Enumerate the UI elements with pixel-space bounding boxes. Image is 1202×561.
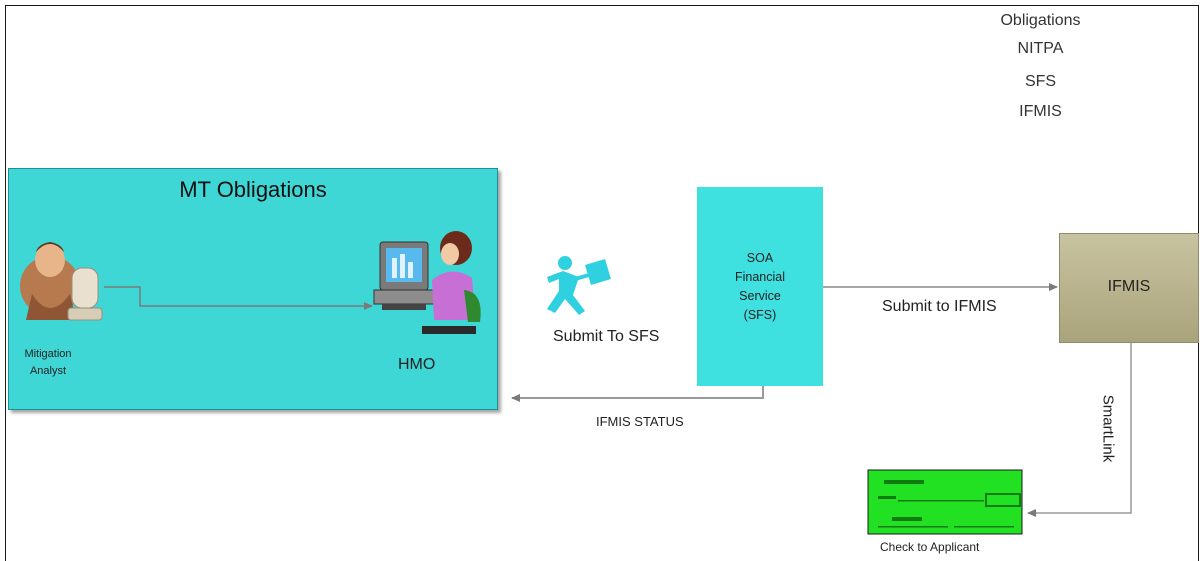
sfs-label-line-1: SOA — [746, 251, 774, 265]
ifmis-label: IFMIS — [1107, 278, 1151, 295]
check-icon — [867, 469, 1023, 535]
smartlink-arrow — [1027, 343, 1132, 517]
analyst-label: Mitigation Analyst — [14, 346, 82, 380]
legend-line-ifmis: IFMIS — [1019, 103, 1062, 120]
analyst-to-hmo-arrow — [104, 286, 373, 310]
submit-to-ifmis-label: Submit to IFMIS — [882, 298, 997, 315]
smartlink-label: SmartLink — [1099, 394, 1117, 463]
sfs-box: SOA Financial Service (SFS) — [697, 187, 823, 386]
running-man-icon — [547, 256, 611, 315]
ifmis-status-label: IFMIS STATUS — [596, 414, 684, 429]
legend-line-sfs: SFS — [1024, 73, 1057, 90]
sfs-label-line-2: Financial — [734, 270, 786, 284]
hmo-label: HMO — [398, 356, 436, 373]
submit-to-sfs-label: Submit To SFS — [553, 328, 660, 345]
check-caption: Check to Applicant — [880, 540, 980, 554]
sfs-label-line-3: Service — [739, 289, 781, 303]
sfs-label: SOA Financial Service (SFS) — [697, 249, 823, 325]
legend-line-nitpa: NITPA — [1017, 40, 1064, 57]
analyst-label-line-1: Mitigation — [24, 348, 72, 360]
legend-line-obligations: Obligations — [1000, 12, 1081, 29]
ifmis-status-arrow — [511, 386, 764, 402]
hmo-icon — [373, 231, 481, 334]
analyst-icon — [20, 242, 103, 321]
sfs-label-line-4: (SFS) — [743, 308, 777, 322]
analyst-label-line-2: Analyst — [29, 365, 67, 377]
ifmis-box: IFMIS — [1059, 233, 1199, 343]
mt-obligations-title: MT Obligations — [179, 177, 327, 202]
